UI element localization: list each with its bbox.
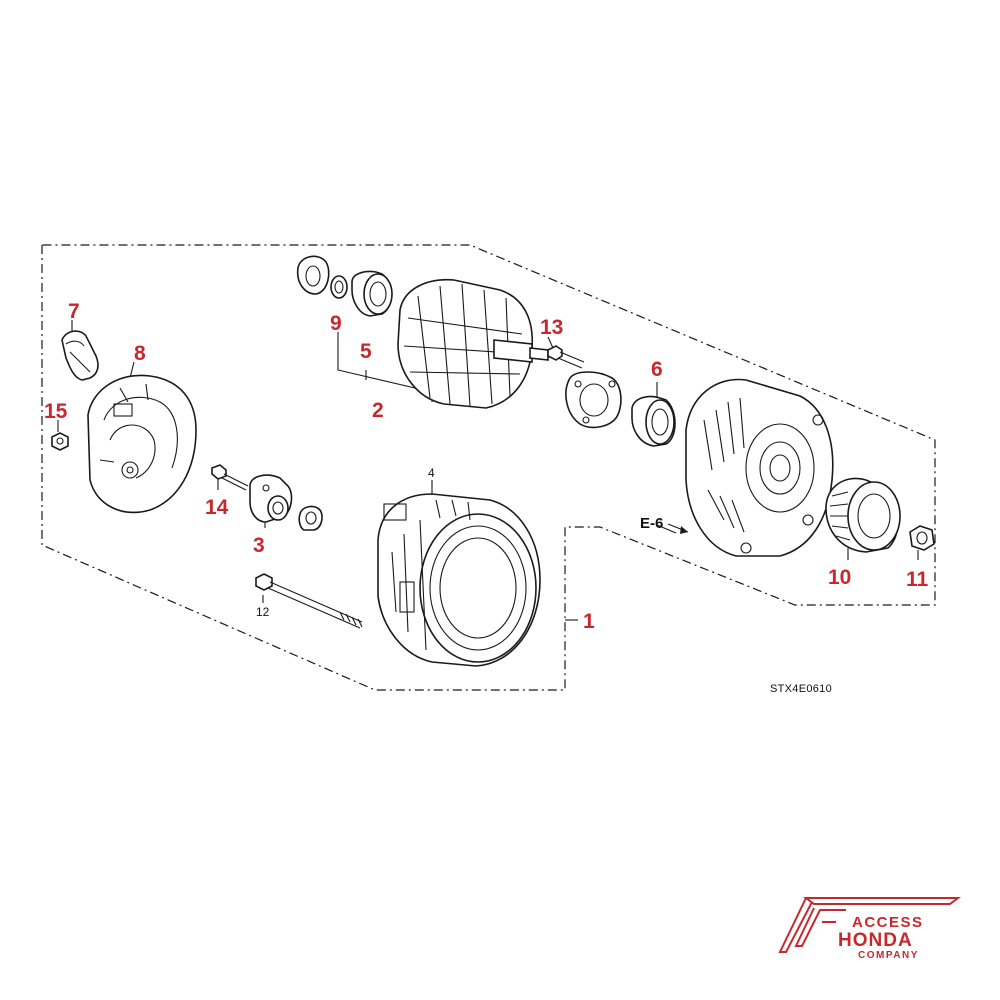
access-honda-logo: ACCESS HONDA COMPANY — [778, 897, 961, 961]
front-housing-part — [685, 378, 834, 557]
bolt-part-14 — [211, 464, 249, 491]
callout-8: 8 — [134, 342, 146, 365]
callout-13: 13 — [540, 316, 563, 339]
through-bolt-part — [255, 573, 363, 629]
terminal-boot-part — [61, 330, 99, 381]
callout-2: 2 — [372, 399, 384, 422]
callout-15: 15 — [44, 400, 68, 423]
callout-7: 7 — [68, 300, 80, 323]
callout-5: 5 — [360, 340, 372, 363]
rear-cover-part — [87, 374, 197, 514]
reference-arrow — [667, 523, 689, 534]
callout-4: 4 — [428, 466, 435, 480]
bearing-part-6 — [631, 395, 676, 447]
callout-10: 10 — [828, 566, 851, 589]
callout-1: 1 — [583, 610, 595, 633]
assembly-boundary — [41, 244, 936, 691]
logo-line-3: COMPANY — [858, 950, 919, 961]
reference-label: E-6 — [640, 515, 663, 532]
logo-line-1: ACCESS — [852, 914, 924, 931]
washer-part-9 — [296, 255, 348, 299]
callout-11: 11 — [906, 568, 929, 591]
callout-6: 6 — [651, 358, 663, 381]
brush-holder-part — [249, 474, 293, 523]
logo-mark-icon — [778, 897, 961, 953]
nut-part-15 — [51, 432, 69, 451]
callout-3: 3 — [253, 534, 265, 557]
pulley-part — [825, 477, 901, 553]
rotor-part — [397, 278, 549, 409]
stator-housing-part — [377, 493, 541, 667]
callout-labels: 1 2 3 4 5 6 7 8 9 10 11 12 13 14 15 — [44, 300, 929, 633]
seal-ring-part — [298, 505, 323, 531]
callout-12: 12 — [256, 605, 270, 619]
diagram-code: STX4E0610 — [770, 683, 832, 695]
callout-14: 14 — [205, 496, 229, 519]
pulley-nut-part — [909, 525, 935, 551]
bolt-part-13 — [547, 345, 585, 369]
leader-lines — [57, 320, 919, 621]
bearing-part-5 — [351, 270, 393, 317]
callout-9: 9 — [330, 312, 342, 335]
bearing-retainer-plate — [565, 371, 622, 429]
logo-line-2: HONDA — [838, 930, 913, 951]
